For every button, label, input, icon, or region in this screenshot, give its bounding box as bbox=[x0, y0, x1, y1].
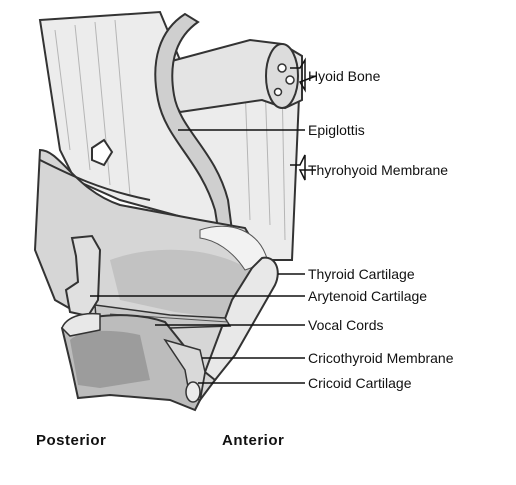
label-cricothyroid-membrane: Cricothyroid Membrane bbox=[308, 350, 454, 366]
label-thyroid-cartilage: Thyroid Cartilage bbox=[308, 266, 415, 282]
label-hyoid-bone: Hyoid Bone bbox=[308, 68, 380, 84]
hyoid-bone-end bbox=[266, 44, 298, 108]
label-thyrohyoid-membrane: Thyrohyoid Membrane bbox=[308, 162, 448, 178]
label-vocal-cords: Vocal Cords bbox=[308, 317, 383, 333]
orientation-anterior: Anterior bbox=[222, 432, 284, 449]
label-epiglottis: Epiglottis bbox=[308, 122, 365, 138]
orientation-posterior: Posterior bbox=[36, 432, 106, 449]
label-cricoid-cartilage: Cricoid Cartilage bbox=[308, 375, 411, 391]
label-arytenoid-cartilage: Arytenoid Cartilage bbox=[308, 288, 427, 304]
